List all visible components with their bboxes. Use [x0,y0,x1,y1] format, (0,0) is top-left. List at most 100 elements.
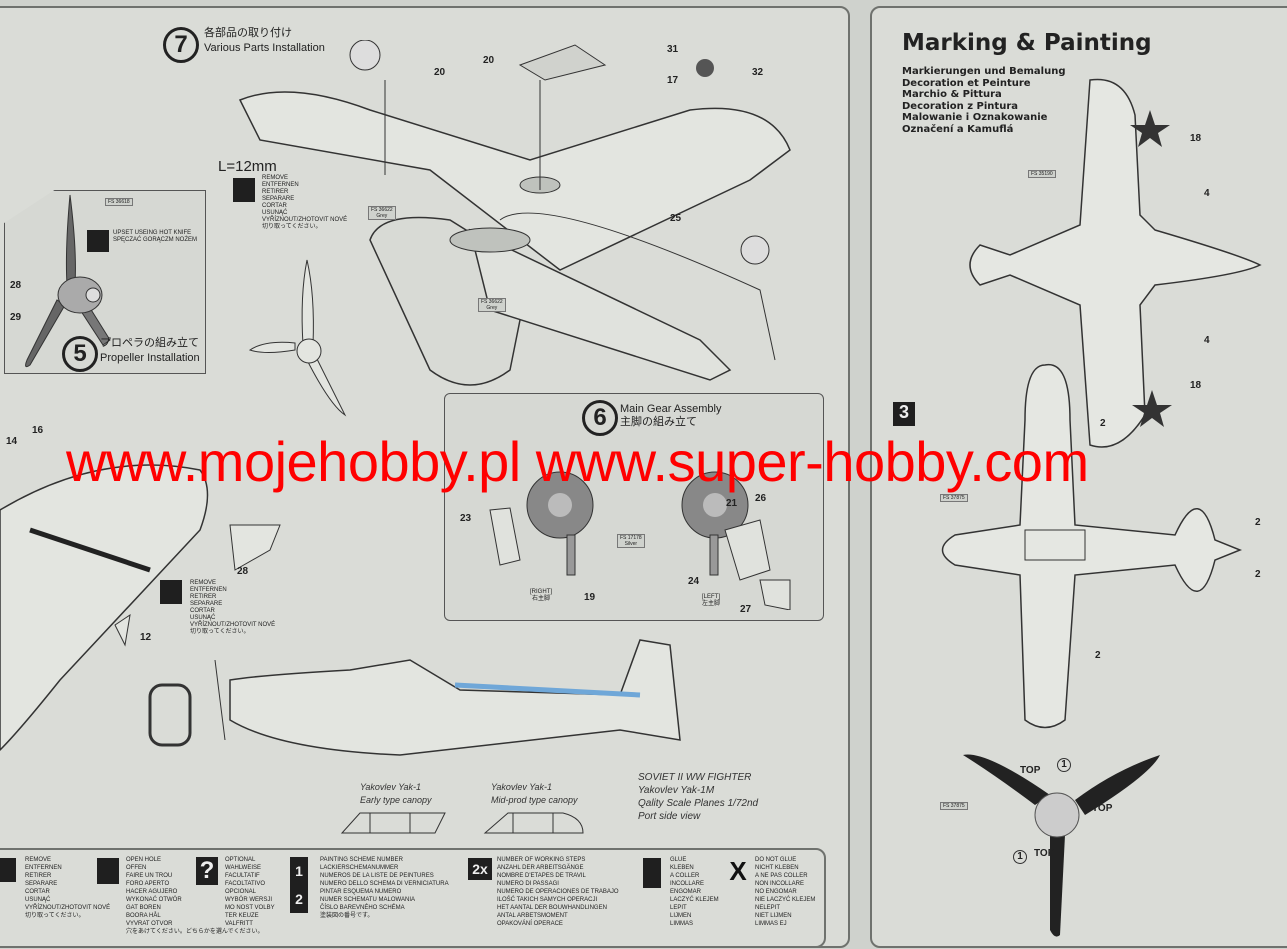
legend-line: GAT BOREN [126,905,161,911]
legend-line: PINTAR ESQUEMA NUMERO [320,889,402,895]
legend-line: VALFRITT [225,921,253,927]
legend-line: KLEBEN [670,865,694,871]
legend-line: ANTAL ARBETSMOMENT [497,913,568,919]
marking-part-2: 2 [1255,517,1261,528]
legend-line: WAHLWEISE [225,865,262,871]
marking-part-18: 18 [1190,380,1202,391]
step-5-number: 5 [62,336,98,372]
legend-line: ENTFERNEN [25,865,62,871]
legend-line: NUMER SCHEMATU MALOWANIA [320,897,416,903]
remove-note-line: REMOVE [190,580,217,586]
legend-line: WYBÓR WERSJI [225,897,273,903]
legend-line: A COLLER [670,873,700,879]
legend-line: A NE PAS COLLER [755,873,808,879]
marking-panel [870,6,1287,948]
left-label-jp: 左主脚 [702,601,721,607]
hot-knife-note: UPSET USEING HOT KNIFE SPĘCZAĆ GORĄCZM N… [113,230,197,244]
top-view-plane [969,78,1262,448]
remove-note-line: RETIRER [190,594,217,600]
remove-icon [160,580,182,604]
hot-knife-icon [87,230,109,252]
canopy-type: Early type canopy [360,795,432,805]
legend-line: LEPIT [670,905,687,911]
symbol-legend [0,848,826,948]
part-29: 29 [10,312,22,323]
part-24: 24 [688,576,700,587]
fs-code-grey-number: FS 36622 [371,207,393,213]
legend-line: NUMEROS DE LA LISTE DE PEINTURES [320,873,434,879]
fs-code-prop: FS 37875 [940,802,968,810]
fuselage-drawing [0,464,281,752]
legend-line: NIET LIJMEN [755,913,792,919]
marking-subtitle: Malowanie i Oznakowanie [902,112,1048,123]
part-14: 14 [6,436,18,447]
part-27: 27 [740,604,752,615]
legend-line: 塗装図の番号です。 [320,913,374,919]
legend-line: LIMMAS EJ [755,921,787,927]
part-16: 16 [32,425,44,436]
remove-note-line: CORTAR [262,203,287,209]
legend-line: NICHT KLEBEN [755,865,799,871]
canopy-mid-caption: Yakovlev Yak-1 Mid-prod type canopy [491,781,578,807]
part-21: 21 [726,498,738,509]
legend-line: CORTAR [25,889,50,895]
step-7-title-en: Various Parts Installation [204,42,325,54]
step-7-title-jp: 各部品の取り付け [204,27,292,39]
right-label-jp: 右主脚 [531,596,550,602]
fs-code-grey-sub: Grey [486,305,498,311]
legend-line: ČÍSLO BAREVNÉHO SCHÉMA [320,905,405,911]
part-17: 17 [667,75,679,86]
marking-part-4: 4 [1204,335,1210,346]
part-31: 31 [667,44,679,55]
remove-note-line: USUNĄĆ [262,210,288,216]
remove-note-line: VYŘÍZNOUT/ZHOTOVIT NOVÉ [262,217,348,223]
fs-code-grey-2: FS 36622 Grey [478,298,506,312]
optional-icon: ? [196,857,218,885]
marking-part-2: 2 [1100,418,1106,429]
legend-line: MO NOST VOLBY [225,905,275,911]
part-12: 12 [140,632,152,643]
legend-line: NUMERO DELLO SCHEMA DI VERNICIATURA [320,881,449,887]
remove-note-line: ENTFERNEN [190,587,227,593]
fs-code-propeller: FS 36618 [105,198,133,206]
legend-line: HACER AGUJERO [126,889,178,895]
step-5-title-en: Propeller Installation [100,352,200,364]
scheme-number: 3 [893,402,915,426]
legend-line: NUMERO DI PASSAGI [497,881,559,887]
legend-do-not-glue-text: DO NOT GLUE NICHT KLEBEN A NE PAS COLLER NO… [755,856,815,928]
step-6-number: 6 [582,400,618,436]
remove-icon [0,858,16,882]
part-26: 26 [755,493,767,504]
remove-note: REMOVE ENTFERNEN RETIRER SEPARARE CORTAR… [262,175,347,231]
legend-line: VYŘÍZNOUT/ZHOTOVIT NOVÉ [25,905,111,911]
open-hole-icon [97,858,119,884]
circle-1: 1 [1057,758,1071,772]
remove-note-line: RETIRER [262,189,289,195]
painting-scheme-icon: 1 2 [290,857,308,913]
legend-line: TER KEUZE [225,913,259,919]
legend-line: DO NOT GLUE [755,857,797,863]
glue-icon [643,858,661,888]
legend-line: REMOVE [25,857,52,863]
step-7-number: 7 [163,27,199,63]
remove-icon [233,178,255,202]
marking-part-18: 18 [1190,133,1202,144]
remove-note-line: REMOVE [262,175,289,181]
profile-caption-line: Port side view [638,811,701,822]
remove-note-2: REMOVE ENTFERNEN RETIRER SEPARARE CORTAR… [190,580,275,636]
marking-subtitle: Markierungen und Bemalung [902,66,1066,77]
legend-line: INCOLLARE [670,881,705,887]
remove-note-line: ENTFERNEN [262,182,299,188]
propeller-drawing [25,194,111,368]
right-gear-label: [RIGHT] 右主脚 [530,589,552,603]
side-profile-drawing [214,639,681,756]
legend-line: HET AANTAL DER BOUWHANDLINGEN [497,905,607,911]
legend-line: FACULTATIF [225,873,260,879]
remove-note-line: VYŘÍZNOUT/ZHOTOVIT NOVÉ [190,622,276,628]
legend-line: USUNĄĆ [25,897,51,903]
part-23: 23 [460,513,472,524]
working-steps-icon: 2x [468,858,492,880]
legend-line: BOORA HÅL [126,913,161,919]
legend-line: NON INCOLLARE [755,881,805,887]
